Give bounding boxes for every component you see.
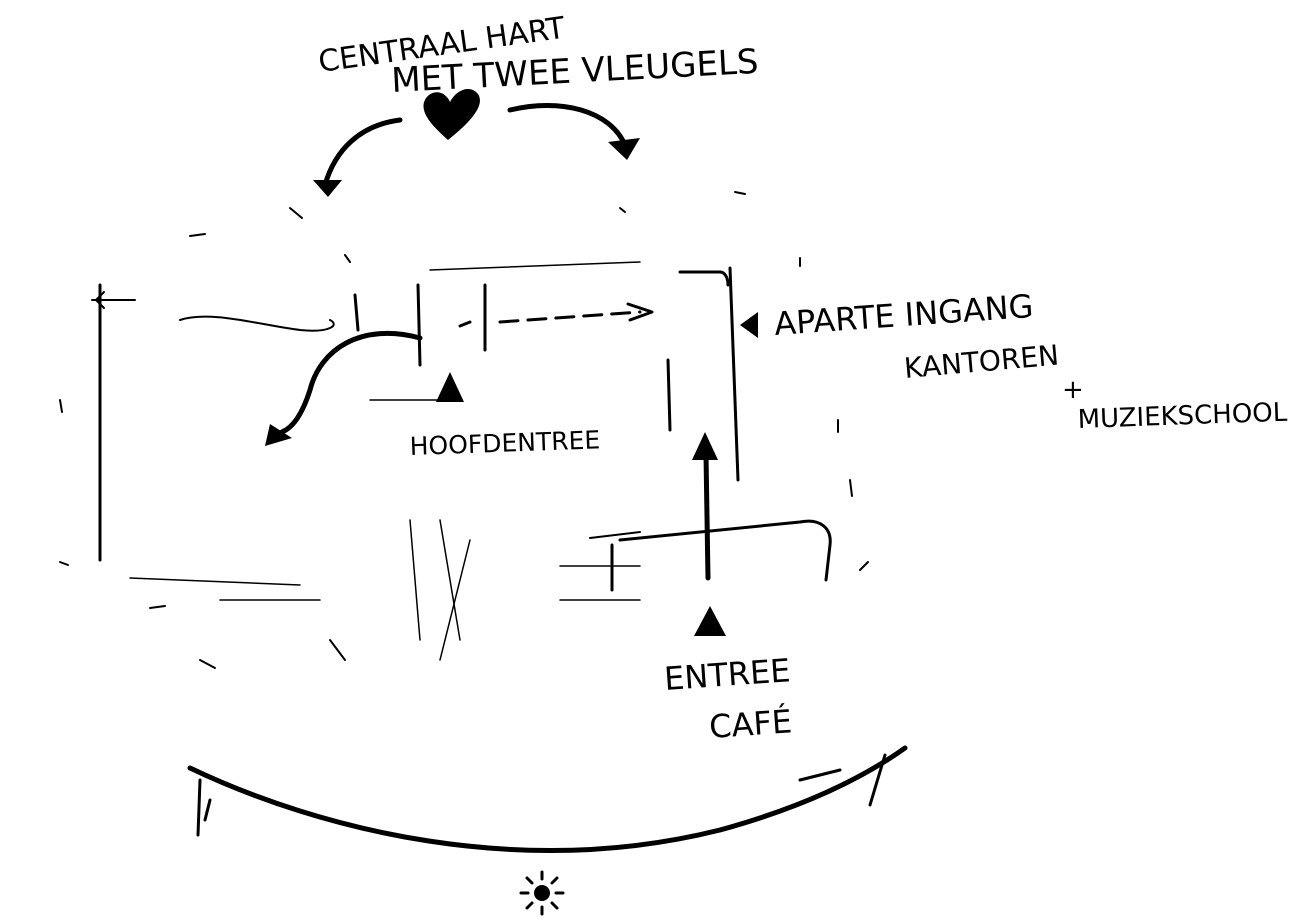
arrow-main-to-left xyxy=(279,331,423,435)
arrow-right-wing xyxy=(507,102,628,148)
sun-icon xyxy=(519,870,565,916)
side-entrance-plus: + xyxy=(1062,375,1084,405)
cafe-entrance-line2: CAFÉ xyxy=(708,702,793,746)
arrowhead-right-wing xyxy=(608,138,640,160)
arrowhead-main-to-left xyxy=(265,424,292,446)
arrow-cafe-up xyxy=(703,452,711,581)
site-edge-right-tick xyxy=(798,753,887,807)
site-edge-left-tick xyxy=(196,778,212,837)
side-entrance-line2: KANTOREN xyxy=(903,339,1060,385)
main-entrance-label: HOOFDENTREE xyxy=(409,425,600,461)
site-edge-curve xyxy=(187,745,908,853)
arrowhead-left-wing xyxy=(313,180,342,197)
cafe-entrance-triangle-icon xyxy=(694,606,726,636)
side-entrance-pointer-icon xyxy=(740,312,758,338)
entrance-triangle-icon xyxy=(436,372,464,402)
building-outline xyxy=(59,191,869,669)
side-entrance-line1: APARTE INGANG xyxy=(773,287,1035,343)
cafe-entrance-line1: ENTREE xyxy=(663,651,792,698)
arrow-left-wing xyxy=(322,117,403,188)
heart-icon xyxy=(423,88,480,140)
side-entrance-line3: MUZIEKSCHOOL xyxy=(1077,398,1288,435)
arrowhead-cafe-up xyxy=(692,432,718,460)
